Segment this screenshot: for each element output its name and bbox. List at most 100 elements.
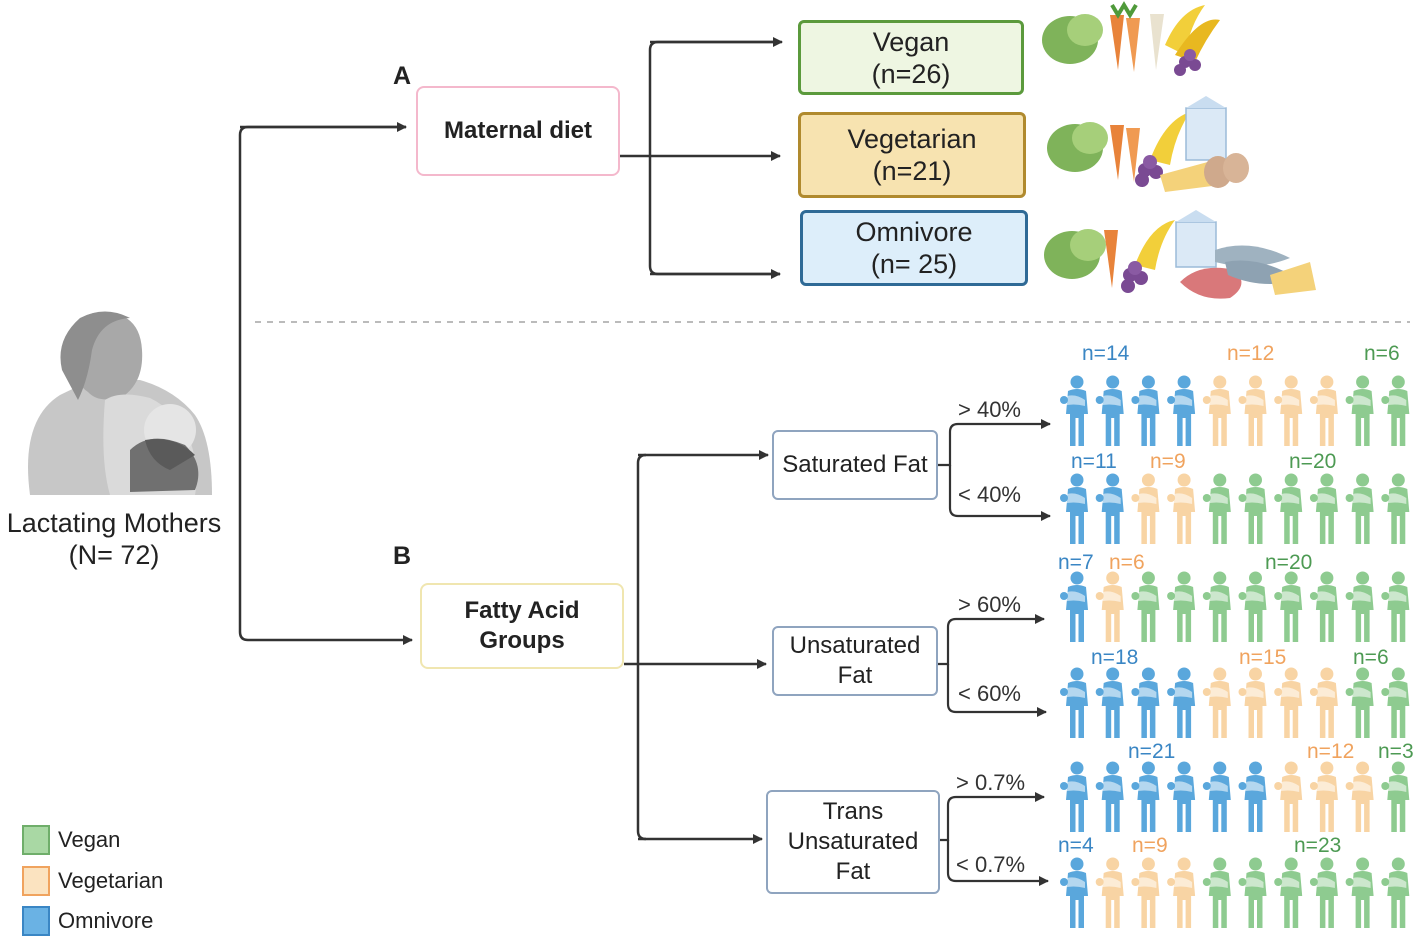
person-holding-baby-icon	[1060, 667, 1088, 738]
vegan-diet-label: Vegan	[872, 26, 950, 57]
person-holding-baby-icon	[1309, 375, 1338, 446]
diet-connector	[620, 37, 783, 279]
unsaturated-low-threshold: < 60%	[958, 681, 1021, 706]
person-holding-baby-icon	[1345, 571, 1374, 642]
person-holding-baby-icon	[1381, 473, 1410, 544]
person-holding-baby-icon	[1202, 667, 1231, 738]
person-holding-baby-icon	[1060, 571, 1088, 642]
person-holding-baby-icon	[1131, 857, 1160, 928]
saturated-high-threshold: > 40%	[958, 397, 1021, 422]
person-holding-baby-icon	[1167, 375, 1196, 446]
person-holding-baby-icon	[1238, 473, 1267, 544]
row3-vegetarian-count: n=6	[1109, 551, 1145, 574]
person-holding-baby-icon	[1381, 375, 1410, 446]
section-a-letter: A	[393, 62, 412, 90]
trans-high-threshold: > 0.7%	[956, 770, 1026, 795]
legend-omnivore: Omnivore	[22, 906, 153, 936]
row3-omnivore-count: n=7	[1058, 551, 1094, 574]
legend-vegan: Vegan	[22, 825, 120, 855]
person-holding-baby-icon	[1381, 761, 1410, 832]
unsaturated-high-threshold: > 60%	[958, 592, 1021, 617]
pictogram-persons	[1060, 375, 1410, 928]
vegetables-dairy-eggs-icon	[1047, 96, 1249, 192]
person-holding-baby-icon	[1274, 571, 1303, 642]
omnivore-diet-box: Omnivore (n= 25)	[800, 210, 1028, 286]
unsaturated-fat-box: Unsaturated Fat	[772, 626, 938, 696]
person-holding-baby-icon	[1202, 761, 1231, 832]
lactating-mothers-count: (N= 72)	[68, 540, 160, 570]
fatty-acid-connector	[624, 450, 769, 844]
vegetarian-swatch	[22, 866, 50, 896]
trans-fat-line3: Fat	[835, 858, 871, 885]
trans-fat-line2: Unsaturated	[787, 828, 919, 855]
person-holding-baby-icon	[1202, 375, 1231, 446]
person-holding-baby-icon	[1060, 375, 1088, 446]
vegan-diet-count: (n=26)	[871, 58, 951, 89]
person-holding-baby-icon	[1345, 473, 1374, 544]
person-holding-baby-icon	[1095, 761, 1124, 832]
maternal-diet-box: Maternal diet	[416, 86, 620, 176]
person-holding-baby-icon	[1060, 761, 1088, 832]
person-holding-baby-icon	[1309, 761, 1338, 832]
legend-vegetarian: Vegetarian	[22, 866, 163, 896]
person-holding-baby-icon	[1238, 375, 1267, 446]
person-holding-baby-icon	[1381, 857, 1410, 928]
person-holding-baby-icon	[1274, 473, 1303, 544]
person-holding-baby-icon	[1274, 761, 1303, 832]
row5-vegetarian-count: n=12	[1307, 740, 1355, 763]
threshold-connectors	[938, 419, 1051, 886]
person-holding-baby-icon	[1131, 761, 1160, 832]
main-connector	[238, 122, 413, 645]
row5-vegan-count: n=3	[1378, 740, 1414, 763]
section-b-letter: B	[393, 542, 412, 570]
unsaturated-fat-line2: Fat	[837, 662, 873, 689]
person-holding-baby-icon	[1274, 375, 1303, 446]
legend-vegetarian-label: Vegetarian	[58, 868, 164, 893]
lactating-mothers-label: Lactating Mothers (N= 72)	[0, 507, 228, 571]
saturated-fat-box: Saturated Fat	[772, 430, 938, 500]
row4-vegetarian-count: n=15	[1239, 646, 1287, 669]
person-holding-baby-icon	[1309, 667, 1338, 738]
legend-omnivore-label: Omnivore	[58, 908, 154, 933]
saturated-low-threshold: < 40%	[958, 482, 1021, 507]
person-holding-baby-icon	[1167, 857, 1196, 928]
person-holding-baby-icon	[1381, 571, 1410, 642]
vegetarian-diet-label: Vegetarian	[847, 124, 977, 154]
person-holding-baby-icon	[1131, 375, 1160, 446]
person-holding-baby-icon	[1309, 857, 1338, 928]
legend-vegan-label: Vegan	[58, 827, 121, 852]
person-holding-baby-icon	[1238, 667, 1267, 738]
unsaturated-fat-line1: Unsaturated	[789, 632, 921, 659]
omnivore-diet-count: (n= 25)	[870, 249, 958, 279]
lactating-mothers-title: Lactating Mothers	[6, 508, 222, 538]
row2-vegan-count: n=20	[1289, 450, 1337, 473]
row1-omnivore-count: n=14	[1082, 342, 1130, 365]
person-holding-baby-icon	[1167, 571, 1196, 642]
person-holding-baby-icon	[1095, 667, 1124, 738]
omnivore-swatch	[22, 906, 50, 936]
person-holding-baby-icon	[1095, 473, 1124, 544]
vegetarian-diet-count: (n=21)	[872, 156, 952, 186]
row2-omnivore-count: n=11	[1071, 450, 1117, 473]
row2-vegetarian-count: n=9	[1150, 450, 1186, 473]
person-holding-baby-icon	[1238, 857, 1267, 928]
person-holding-baby-icon	[1345, 761, 1374, 832]
row6-vegetarian-count: n=9	[1132, 834, 1168, 857]
person-holding-baby-icon	[1345, 375, 1374, 446]
row3-vegan-count: n=20	[1265, 551, 1313, 574]
person-holding-baby-icon	[1238, 571, 1267, 642]
trans-low-threshold: < 0.7%	[956, 852, 1026, 877]
person-holding-baby-icon	[1202, 857, 1231, 928]
person-holding-baby-icon	[1167, 473, 1196, 544]
person-holding-baby-icon	[1238, 761, 1267, 832]
person-holding-baby-icon	[1131, 667, 1160, 738]
person-holding-baby-icon	[1309, 571, 1338, 642]
person-holding-baby-icon	[1167, 667, 1196, 738]
person-holding-baby-icon	[1095, 571, 1124, 642]
trans-fat-line1: Trans	[822, 798, 884, 825]
fatty-acid-groups-line1: Fatty Acid	[464, 597, 580, 624]
person-holding-baby-icon	[1345, 667, 1374, 738]
person-holding-baby-icon	[1095, 375, 1124, 446]
vegan-diet-box: Vegan (n=26)	[798, 20, 1024, 95]
